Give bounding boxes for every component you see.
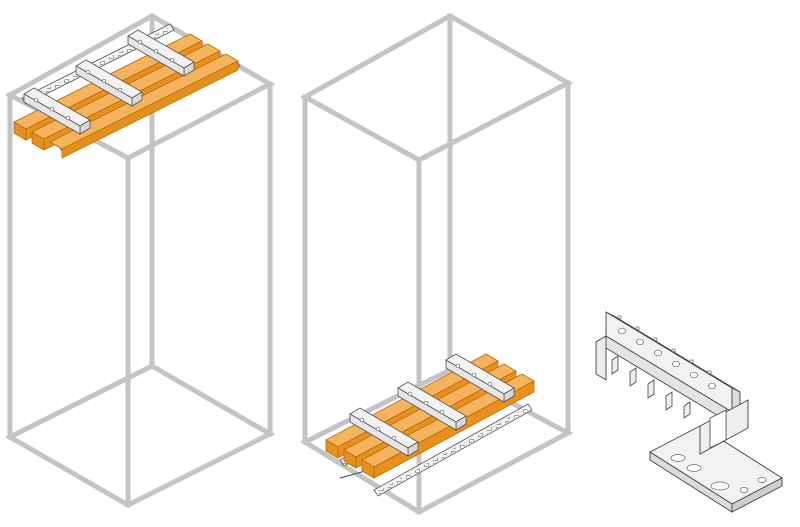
- cabinet-right: [299, 13, 574, 515]
- mounting-rail-detail: [595, 311, 783, 513]
- rail-tabs: [611, 355, 691, 419]
- bracket: [649, 399, 783, 513]
- busbar-assembly-bottom: [325, 353, 535, 497]
- busbar-clamps: [23, 29, 195, 135]
- busbar-assembly-top: [13, 23, 241, 159]
- busbar-clamps: [349, 353, 515, 457]
- rail-holes: [617, 315, 716, 390]
- cabinet-left: [4, 13, 276, 508]
